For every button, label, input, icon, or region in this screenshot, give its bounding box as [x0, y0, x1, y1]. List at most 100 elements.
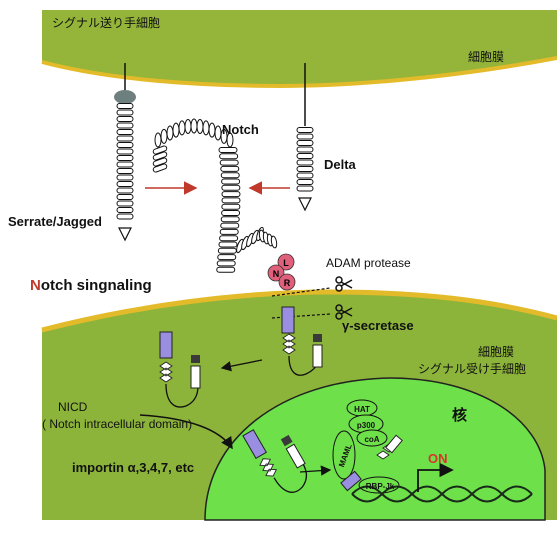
egf-repeat — [116, 174, 134, 181]
egf-repeat — [166, 125, 174, 141]
egf-repeat — [220, 216, 240, 223]
egf-repeat — [116, 181, 134, 187]
notch-signaling-initial: N — [30, 277, 41, 294]
gamma-secretase-label: γ-secretase — [342, 318, 414, 333]
egf-repeat — [116, 194, 134, 200]
notch-signaling-rest: otch singnaling — [40, 277, 152, 294]
bottom-membrane-label: 細胞膜 — [478, 345, 515, 359]
lnr-domains: L N R — [267, 253, 296, 291]
transcription-complex — [332, 399, 403, 494]
egf-repeat — [296, 159, 314, 166]
egf-repeat — [296, 172, 314, 179]
egf-repeat — [178, 120, 186, 136]
on-label: ON — [428, 451, 448, 466]
egf-repeat — [218, 241, 238, 248]
egf-repeat — [160, 128, 168, 144]
importin-label: importin α,3,4,7, etc — [72, 460, 195, 475]
egf-repeat — [220, 165, 240, 172]
egf-repeat — [116, 109, 134, 116]
egf-repeat — [116, 129, 134, 135]
egf-repeat — [116, 213, 134, 220]
sending-cell-label: シグナル送り手細胞 — [52, 16, 161, 30]
lnr-l-label: L — [283, 258, 289, 268]
egf-repeat — [152, 163, 168, 173]
rbp-label: RBP-Jk — [366, 482, 395, 491]
egf-repeat — [116, 122, 134, 129]
egf-repeat — [214, 125, 222, 141]
transcription-start-arrow — [417, 462, 454, 492]
nucleus-label: 核 — [452, 407, 468, 424]
delta-label: Delta — [324, 157, 356, 172]
scissors-icon — [335, 304, 353, 320]
sending-cell — [42, 10, 557, 86]
egf-repeat — [270, 235, 278, 249]
egf-repeat — [221, 191, 241, 198]
egf-repeat — [116, 161, 134, 168]
release-arrow — [220, 359, 263, 372]
egf-repeat — [172, 122, 180, 138]
egf-repeat — [116, 135, 134, 142]
egf-repeat — [184, 118, 192, 134]
egf-repeat — [219, 153, 239, 160]
egf-repeat — [219, 235, 239, 242]
egf-repeat — [221, 210, 241, 216]
egf-repeat — [116, 187, 134, 194]
egf-repeat — [221, 184, 241, 191]
lnr-n-label: N — [273, 269, 280, 279]
egf-repeat — [196, 118, 204, 134]
egf-repeat — [221, 203, 241, 210]
p300-label: p300 — [357, 421, 376, 430]
egf-repeat — [152, 157, 168, 167]
egf-repeat — [202, 120, 210, 136]
egf-repeat — [219, 228, 239, 235]
top-membrane-label: 細胞膜 — [468, 50, 505, 64]
delta-ligand — [296, 63, 314, 212]
adam-protease-label: ADAM protease — [326, 256, 411, 270]
egf-repeat — [296, 179, 314, 185]
nicd-nucleus — [242, 429, 307, 493]
egf-repeat — [152, 145, 168, 155]
egf-repeat — [154, 132, 162, 148]
lnr-r-label: R — [284, 278, 291, 288]
egf-repeat — [116, 148, 134, 155]
egf-repeat — [217, 247, 237, 254]
dna-helix — [351, 485, 533, 503]
egf-repeat — [216, 260, 236, 267]
egf-repeat — [116, 207, 134, 213]
nicd-cytoplasm — [159, 331, 201, 408]
egf-repeat — [152, 151, 168, 161]
egf-repeat — [296, 140, 314, 146]
serrate-jagged-ligand — [114, 63, 136, 242]
import-arrow — [139, 414, 233, 450]
scissors-icon — [335, 276, 353, 292]
serrate-jagged-label: Serrate/Jagged — [8, 214, 102, 229]
egf-repeat — [116, 142, 134, 148]
egf-repeat — [217, 254, 237, 261]
egf-repeat — [221, 178, 241, 185]
egf-repeat — [296, 153, 314, 159]
egf-repeat — [296, 185, 314, 192]
notch-label: Notch — [222, 122, 259, 137]
hat-label: HAT — [354, 405, 370, 414]
egf-repeat — [219, 159, 239, 166]
notch-signaling-title: Notch singnaling — [30, 277, 152, 294]
egf-repeat — [218, 147, 238, 153]
egf-repeat — [116, 155, 134, 161]
notch-transmembrane — [281, 306, 323, 376]
nicd-full-label: ( Notch intracellular domain) — [42, 417, 193, 431]
egf-repeat — [296, 127, 314, 133]
egf-repeat — [296, 133, 314, 140]
egf-repeat — [220, 222, 240, 229]
egf-repeat — [220, 172, 240, 179]
notch-extracellular-domain — [152, 118, 278, 273]
egf-repeat — [116, 103, 134, 109]
egf-repeat — [116, 168, 134, 174]
nucleus — [204, 377, 546, 521]
nuclear-arrow — [299, 465, 332, 476]
egf-repeat — [296, 166, 314, 172]
receiving-cell-label: シグナル受け手細胞 — [418, 362, 527, 376]
bottom-membrane — [41, 289, 557, 333]
egf-repeat — [208, 122, 216, 138]
